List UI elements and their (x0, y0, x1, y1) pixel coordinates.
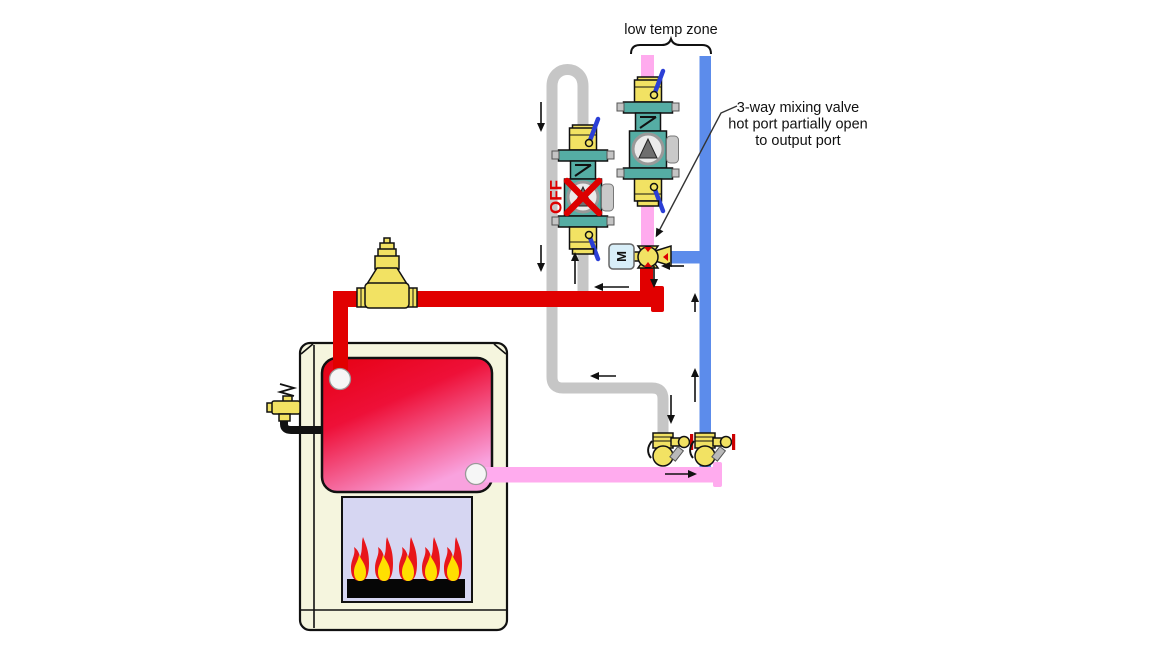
valve-return-stub (669, 251, 711, 264)
flow-arrow (594, 283, 629, 291)
off-label: OFF (547, 180, 566, 214)
annotation-line-3: to output port (755, 133, 840, 149)
flow-arrow (650, 266, 658, 288)
x-mark-icon (563, 177, 603, 217)
three-way-mixing-valve: M (608, 243, 672, 270)
spring-icon (276, 383, 298, 397)
flow-arrow (691, 368, 699, 402)
air-separator (356, 237, 418, 309)
boiler-return-piping (478, 55, 722, 487)
valve-hot-stub (640, 266, 653, 293)
flow-arrow (590, 372, 616, 380)
off-indicator: OFF (547, 177, 603, 217)
flow-arrow (661, 262, 684, 270)
return-header (478, 467, 715, 483)
motor-label: M (614, 251, 629, 262)
flow-arrow (537, 245, 545, 272)
header-cap (651, 286, 664, 312)
gray-zone-piping (546, 64, 669, 436)
zone-circulator-assembly (617, 71, 679, 211)
brace-icon (630, 35, 712, 55)
annotation-leader-arrow (655, 227, 664, 238)
valve-actuator (608, 243, 635, 270)
flow-arrow (691, 293, 699, 312)
heat-exchanger (320, 356, 494, 494)
boiler-supply-riser (333, 299, 348, 374)
return-header-cap (713, 462, 722, 487)
purge-valve-gray-zone (647, 432, 695, 467)
annotation-line-1: 3-way mixing valve (737, 100, 860, 116)
flow-arrow (667, 395, 675, 424)
low-temp-zone-label: low temp zone (624, 22, 718, 38)
flow-arrow (665, 470, 697, 478)
pressure-relief-valve (266, 383, 301, 422)
flow-arrows (537, 102, 699, 478)
annotation-leader-line (658, 105, 738, 232)
zone-return-piping (669, 56, 711, 470)
relief-drain-pipe (280, 412, 324, 434)
boiler-supply-port (328, 367, 352, 391)
boiler-return-port (464, 462, 488, 486)
valve-annotation: 3-way mixing valve hot port partially op… (655, 100, 868, 238)
zone-supply-riser (641, 199, 654, 248)
purge-valve-return (689, 432, 737, 467)
annotation-line-2: hot port partially open (728, 117, 867, 133)
flow-arrow (537, 102, 545, 132)
burner-bar (347, 579, 465, 598)
flow-arrow (571, 252, 579, 284)
zone-supply-riser-top (641, 55, 654, 83)
